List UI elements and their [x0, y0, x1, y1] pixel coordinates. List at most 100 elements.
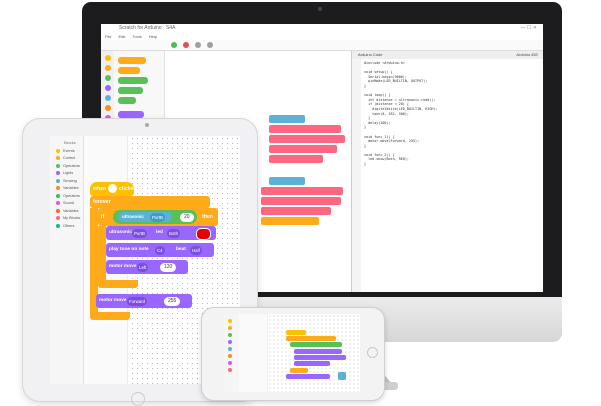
- category-item[interactable]: Variables: [50, 207, 83, 215]
- category-sidebar: [224, 314, 240, 392]
- led-port-dropdown[interactable]: PortB: [132, 228, 147, 238]
- code-tabs: Arduino Code Arduino IDE: [352, 51, 543, 59]
- window-title: Scratch for Arduino · S4A: [119, 25, 176, 31]
- palette-block[interactable]: [118, 57, 146, 64]
- block-palette: [239, 314, 268, 392]
- ultrasonic-reporter[interactable]: [118, 212, 172, 222]
- category-dot[interactable]: [228, 326, 232, 330]
- led-side-dropdown[interactable]: Both: [167, 228, 181, 238]
- window-controls[interactable]: — ☐ ✕: [520, 25, 537, 31]
- category-dot[interactable]: [104, 85, 111, 91]
- led-block[interactable]: [294, 349, 342, 354]
- menu-edit[interactable]: Edit: [118, 34, 126, 39]
- zoom-icon[interactable]: [338, 372, 346, 380]
- palette-block[interactable]: [118, 67, 140, 74]
- forever-label: forever: [93, 199, 111, 205]
- compare-value-input[interactable]: 20: [180, 212, 194, 222]
- arduino-board-icon: [108, 184, 117, 193]
- category-dot[interactable]: [228, 347, 232, 351]
- category-dot[interactable]: [104, 55, 111, 61]
- category-item[interactable]: My Blocks: [50, 215, 83, 223]
- green-flag-icon[interactable]: [171, 42, 177, 48]
- category-item[interactable]: Events: [50, 147, 83, 155]
- settings-icon[interactable]: [207, 42, 213, 48]
- then-label: then: [202, 214, 213, 220]
- window-title-bar: Scratch for Arduino · S4A — ☐ ✕: [101, 24, 543, 33]
- motor-move-label: motor move: [109, 264, 137, 269]
- toolbar: [101, 40, 543, 51]
- menu-bar: File Edit Tools Help: [101, 33, 543, 40]
- script-block[interactable]: [261, 207, 331, 215]
- home-button[interactable]: [367, 347, 378, 358]
- category-dot[interactable]: [228, 361, 232, 365]
- motor-speed-input[interactable]: 120: [160, 262, 177, 272]
- script-block[interactable]: [261, 197, 341, 205]
- tablet-app-screen: Blocks Events Control Operators Lights S…: [50, 136, 240, 384]
- script-block[interactable]: [261, 187, 343, 195]
- category-dot[interactable]: [104, 65, 111, 71]
- category-dot[interactable]: [228, 354, 232, 358]
- category-item[interactable]: Variables: [50, 185, 83, 193]
- category-sidebar: Blocks Events Control Operators Lights S…: [50, 136, 84, 384]
- script-hat-block[interactable]: [269, 177, 305, 185]
- forever-block[interactable]: [90, 196, 210, 208]
- script-block[interactable]: [269, 125, 341, 133]
- menu-help[interactable]: Help: [148, 34, 157, 39]
- script-block[interactable]: [269, 145, 337, 153]
- script-hat-block[interactable]: [269, 115, 305, 123]
- palette-block[interactable]: [118, 87, 143, 94]
- motor-move-label: motor move: [99, 298, 127, 303]
- motor-move-block[interactable]: [294, 361, 330, 366]
- script-block[interactable]: [269, 155, 323, 163]
- motor-speed-input[interactable]: 255: [164, 296, 181, 306]
- category-item[interactable]: Control: [50, 155, 83, 163]
- category-item[interactable]: Lights: [50, 170, 83, 178]
- led-color-swatch[interactable]: [196, 228, 211, 240]
- motor-dir-dropdown[interactable]: Forward: [127, 296, 148, 306]
- tab-arduino-ide[interactable]: Arduino IDE: [516, 52, 538, 57]
- led-label: led: [156, 230, 163, 235]
- category-dot[interactable]: [104, 95, 111, 101]
- tone-beat-dropdown[interactable]: Half: [190, 245, 202, 255]
- palette-block[interactable]: [118, 77, 148, 84]
- category-item[interactable]: Operators: [50, 162, 83, 170]
- motor-dir-dropdown[interactable]: Left: [137, 262, 149, 272]
- category-dot[interactable]: [104, 105, 111, 111]
- category-item[interactable]: Operators: [50, 192, 83, 200]
- if-block[interactable]: [290, 342, 342, 347]
- category-dot[interactable]: [104, 75, 111, 81]
- home-button[interactable]: [131, 392, 145, 406]
- when-clicked-block[interactable]: [286, 330, 306, 335]
- play-tone-block[interactable]: [294, 355, 346, 360]
- category-dot: [56, 223, 60, 228]
- category-dot[interactable]: [228, 319, 232, 323]
- tab-arduino-code[interactable]: Arduino Code: [358, 52, 383, 57]
- category-dot: [56, 148, 60, 153]
- forever-block[interactable]: [286, 336, 336, 341]
- category-dot[interactable]: [228, 368, 232, 372]
- menu-tools[interactable]: Tools: [132, 34, 142, 39]
- script-block[interactable]: [269, 135, 345, 143]
- ultrasonic-port-dropdown[interactable]: PortB: [150, 212, 165, 222]
- upload-icon[interactable]: [195, 42, 201, 48]
- tone-note-dropdown[interactable]: C4: [155, 245, 165, 255]
- beat-label: beat: [176, 247, 186, 252]
- stop-icon[interactable]: [183, 42, 189, 48]
- palette-block[interactable]: [118, 111, 144, 118]
- script-block[interactable]: [261, 217, 319, 225]
- palette-block[interactable]: [118, 97, 136, 104]
- camera-icon: [318, 7, 322, 11]
- menu-file[interactable]: File: [105, 34, 112, 39]
- category-dot[interactable]: [228, 333, 232, 337]
- category-dot: [56, 216, 60, 221]
- category-dot: [56, 208, 60, 213]
- category-item[interactable]: Sensing: [50, 177, 83, 185]
- code-editor[interactable]: #include <Arduino.h> void setup() { Seri…: [364, 61, 438, 167]
- motor-move-block[interactable]: [286, 374, 330, 379]
- category-item[interactable]: Sound: [50, 200, 83, 208]
- if-label: if: [101, 214, 105, 220]
- category-dot[interactable]: [228, 340, 232, 344]
- category-item[interactable]: Others: [50, 222, 83, 230]
- sidebar-header: Blocks: [64, 140, 76, 145]
- category-dot: [56, 178, 60, 183]
